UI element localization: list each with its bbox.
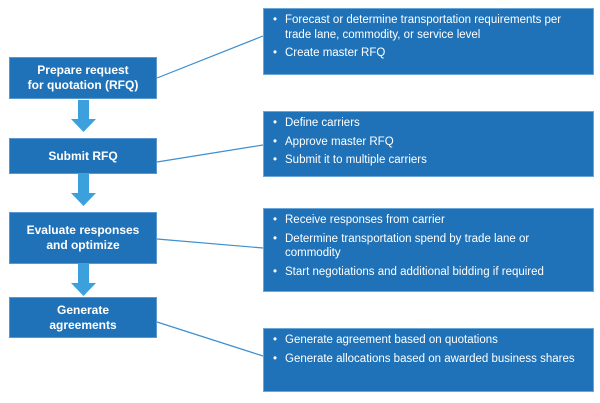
list-item-text: Forecast or determine transportation req…: [285, 14, 562, 41]
list-item: • Generate allocations based on awarded b…: [270, 352, 587, 367]
step-prepare-rfq: Prepare request for quotation (RFQ): [9, 57, 157, 99]
list-item: • Determine transportation spend by trade…: [270, 232, 587, 261]
connector-line-3: [156, 238, 264, 249]
list-item: • Start negotiations and additional biddi…: [270, 265, 587, 280]
detail-box-generate-agreements: •Generate agreement based on quotations …: [263, 328, 594, 392]
list-item: • Generate agreement based on quotations: [270, 333, 587, 348]
bullet-icon: •: [273, 117, 278, 129]
list-item-text: Generate allocations based on awarded bu…: [285, 352, 575, 365]
bullet-icon: •: [273, 265, 278, 278]
step-evaluate-responses: Evaluate responses and optimize: [9, 212, 157, 264]
detail-box-submit-rfq: • Define carriers • Approve master RFQ • Su…: [263, 111, 594, 177]
list-item: • Create master RFQ: [270, 46, 587, 61]
bullet-icon: •: [273, 47, 278, 59]
down-arrow-3: [71, 264, 96, 296]
bullet-icon: •: [273, 214, 278, 226]
detail-box-prepare-rfq: • Forecast or determine transportation re…: [263, 8, 594, 75]
bullet-icon: •: [273, 135, 278, 148]
list-item-text: Submit it to multiple carriers: [285, 154, 427, 166]
step-label-line1: Evaluate responses: [26, 223, 140, 237]
connector-line-4: [156, 321, 264, 357]
list-item-text: Define carriers: [285, 117, 360, 129]
connector-line-2: [156, 144, 264, 163]
step-label-line1: Prepare request: [37, 63, 129, 77]
list-item-text: Generate agreement based on quotations: [285, 334, 498, 346]
step-label-line2: for quotation (RFQ): [27, 78, 139, 92]
list-item: • Approve master RFQ: [270, 135, 587, 150]
list-item-text: Approve master RFQ: [285, 135, 394, 148]
down-arrow-2: [71, 174, 96, 206]
list-item-text: Receive responses from carrier: [285, 214, 445, 226]
list-item: • Submit it to multiple carriers: [270, 153, 587, 168]
bullet-icon: •: [273, 14, 278, 26]
list-item: • Define carriers: [270, 116, 587, 131]
step-label-line1: Generate: [56, 302, 110, 317]
list-item: • Receive responses from carrier: [270, 213, 587, 228]
detail-box-evaluate-responses: • Receive responses from carrier • Determi…: [263, 208, 594, 292]
bullet-icon: •: [273, 352, 278, 365]
step-generate-agreements: Generate agreements: [9, 297, 157, 338]
down-arrow-1: [71, 100, 96, 132]
list-item-text: Create master RFQ: [285, 47, 386, 59]
bullet-icon: •: [273, 154, 278, 166]
step-label-line2: agreements: [49, 317, 117, 332]
bullet-icon: •: [273, 334, 278, 346]
bullet-icon: •: [273, 232, 278, 245]
step-label-line2: and optimize: [46, 238, 120, 252]
list-item-text: Start negotiations and additional biddin…: [285, 265, 544, 278]
connector-line-1: [156, 35, 264, 79]
list-item-text: Determine transportation spend by trade …: [285, 232, 530, 260]
step-submit-rfq: Submit RFQ: [9, 138, 157, 174]
step-label-line1: Submit RFQ: [48, 148, 118, 163]
list-item: • Forecast or determine transportation re…: [270, 13, 587, 42]
